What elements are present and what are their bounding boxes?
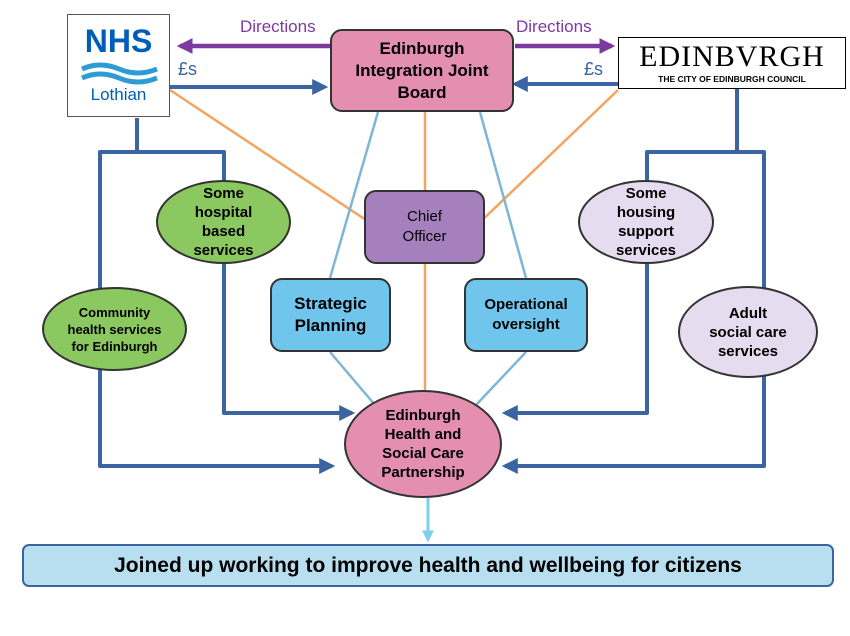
nhs-board-name: Lothian — [90, 85, 147, 104]
light-blue-lines — [328, 111, 528, 406]
chief-officer-box: Chief Officer — [364, 190, 485, 264]
operational-oversight-box: Operational oversight — [464, 278, 588, 352]
light-line-ijb-planning — [328, 111, 380, 279]
light-line-ijb-oversight — [478, 111, 528, 279]
orange-line-nhs-chief — [169, 88, 376, 228]
hospital-services-ellipse: Some hospital based services — [156, 180, 291, 264]
orange-lines — [169, 88, 619, 390]
funds-right-label: £s — [584, 59, 604, 79]
strategic-planning-box: Strategic Planning — [270, 278, 391, 352]
directions-left-label: Directions — [240, 17, 316, 36]
light-line-planning-partnership — [329, 351, 376, 406]
orange-line-council-chief — [475, 89, 619, 227]
partnership-ellipse: Edinburgh Health and Social Care Partner… — [344, 390, 502, 498]
light-line-oversight-partnership — [475, 351, 527, 406]
nhs-lothian-logo: NHS Lothian — [67, 14, 170, 117]
arrow-nhs-inner — [137, 150, 356, 421]
council-mark: EDINBVRGH — [639, 40, 825, 73]
community-health-ellipse: Community health services for Edinburgh — [42, 287, 187, 371]
edinburgh-council-logo: EDINBVRGH THE CITY OF EDINBURGH COUNCIL — [618, 37, 846, 89]
integration-joint-board: Edinburgh Integration Joint Board — [330, 29, 514, 112]
directions-right-label: Directions — [516, 17, 592, 36]
adult-social-care-ellipse: Adult social care services — [678, 286, 818, 378]
funds-left-label: £s — [178, 59, 198, 79]
council-subtitle: THE CITY OF EDINBURGH COUNCIL — [658, 74, 806, 84]
arrow-council-inner — [501, 150, 737, 421]
outcome-banner: Joined up working to improve health and … — [22, 544, 834, 587]
nhs-mark: NHS — [84, 23, 153, 59]
housing-support-ellipse: Some housing support services — [578, 180, 714, 264]
saltire-waves-icon — [80, 62, 158, 85]
